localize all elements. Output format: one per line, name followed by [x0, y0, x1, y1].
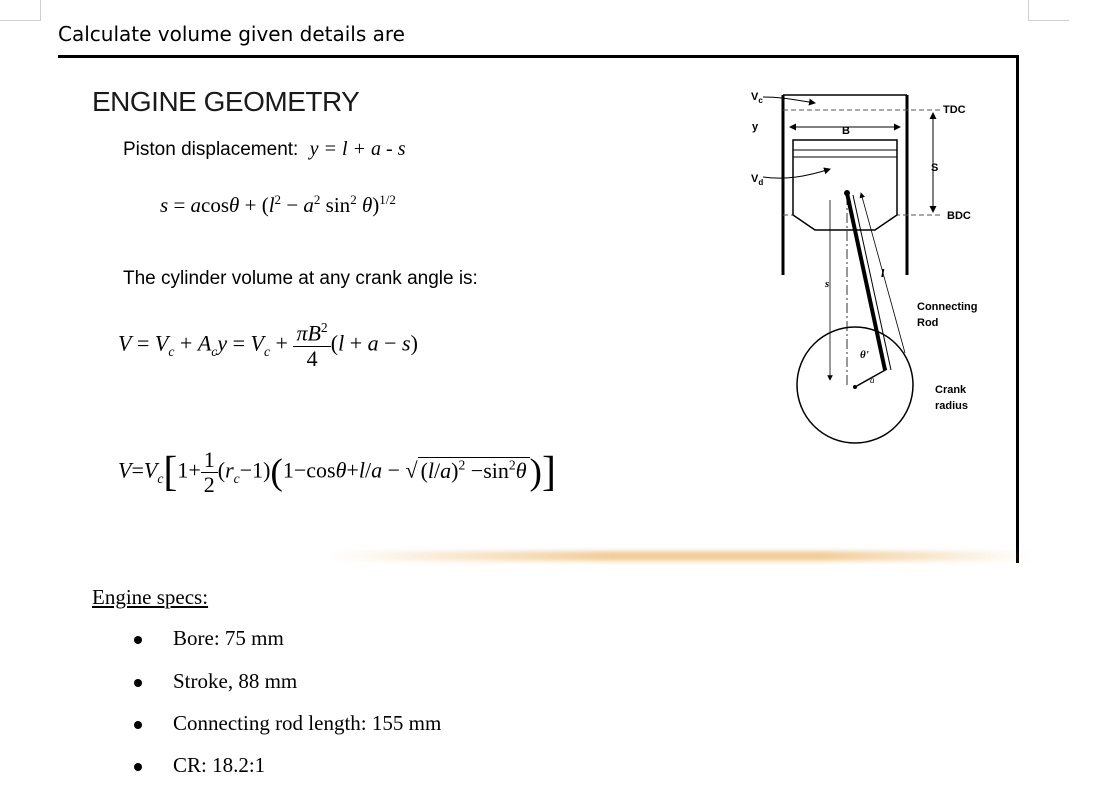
spec-item-bore: Bore: 75 mm	[134, 626, 284, 651]
stroke-label: S	[931, 162, 938, 174]
crank-arm	[854, 368, 888, 388]
vc-label: Vc	[751, 91, 763, 105]
a-label: a	[870, 375, 875, 385]
page-corner-mark-left	[0, 0, 41, 21]
connecting-rod	[845, 192, 887, 371]
bullet-icon	[134, 679, 142, 688]
bdc-label: BDC	[947, 210, 971, 222]
l-label: l	[881, 266, 885, 280]
spec-item-rod-length: Connecting rod length: 155 mm	[134, 711, 441, 736]
bullet-icon	[134, 763, 142, 772]
vd-label: Vd	[751, 173, 763, 187]
spec-item-cr: CR: 18.2:1	[134, 753, 265, 778]
piston-displacement-line: Piston displacement: y = l + a - s	[123, 138, 405, 161]
page-corner-mark-right	[1028, 0, 1069, 21]
tdc-label: TDC	[943, 104, 966, 116]
theta-label: θ'	[860, 349, 869, 361]
piston	[792, 139, 898, 231]
slide-title: ENGINE GEOMETRY	[92, 86, 360, 117]
bore-label: B	[842, 125, 850, 137]
slide-bottom-highlight	[330, 551, 1030, 561]
question-text: Calculate volume given details are	[58, 22, 405, 46]
crank-circle	[796, 326, 914, 444]
s-equation: s = acosθ + (l2 − a2 sin2 θ)1/2	[160, 192, 396, 217]
engine-specs-heading: Engine specs:	[92, 585, 209, 609]
bullet-icon	[134, 721, 142, 730]
piston-displacement-equation: y = l + a - s	[309, 138, 406, 160]
y-label: y	[752, 121, 759, 133]
cylinder-volume-text: The cylinder volume at any crank angle i…	[123, 268, 478, 289]
spec-item-stroke: Stroke, 88 mm	[134, 669, 297, 694]
slide-image-frame	[58, 55, 1019, 563]
s-dim-label: s	[824, 278, 829, 290]
bullet-icon	[134, 636, 142, 645]
piston-displacement-label: Piston displacement:	[123, 139, 299, 160]
